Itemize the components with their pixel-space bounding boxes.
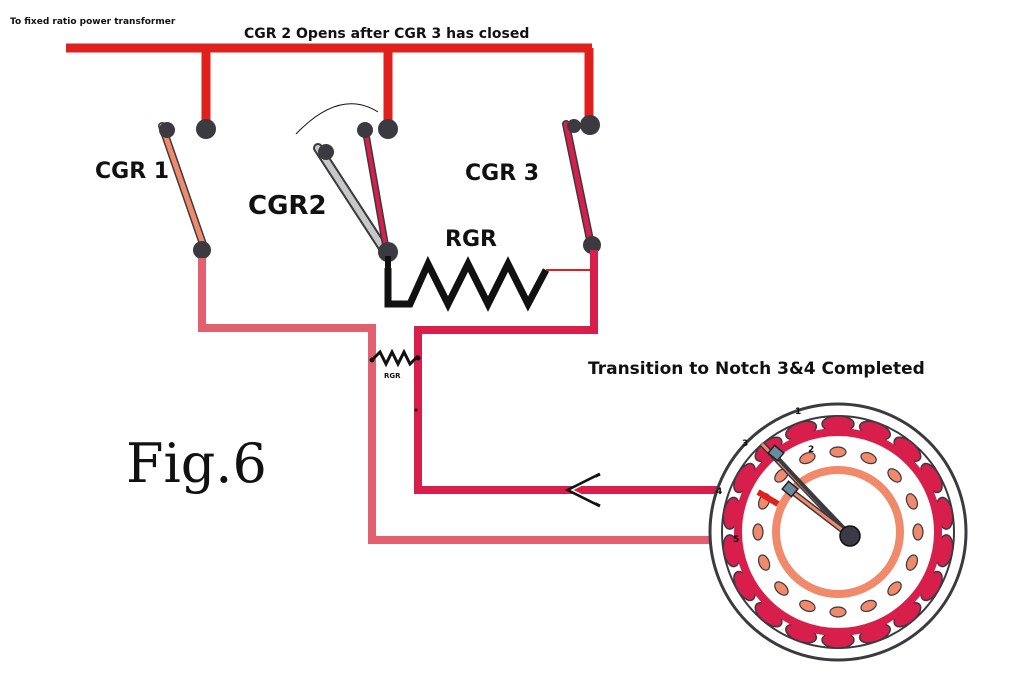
inner-contact-slot: [829, 446, 847, 458]
inner-contact-slot: [905, 554, 919, 571]
tap-number-5: 5: [733, 535, 739, 545]
transformer-label: To fixed ratio power transformer: [10, 17, 176, 27]
figure-label: Fig.6: [126, 432, 267, 495]
transition-status-label: Transition to Notch 3&4 Completed: [588, 359, 925, 379]
inner-contact-slot: [757, 554, 771, 571]
tap-selector-dial: [708, 402, 968, 662]
tap-number-1: 1: [795, 407, 801, 417]
rgr-resistor: [384, 255, 594, 312]
small-rgr-resistor: [369, 348, 421, 412]
inner-contact-slot: [752, 523, 764, 541]
inner-contact-slot: [799, 599, 816, 613]
top-bus: [66, 43, 594, 124]
cgr1-label: CGR 1: [95, 159, 169, 184]
inner-contact-slot: [912, 523, 924, 541]
cgr2-label: CGR2: [248, 191, 327, 221]
tap-number-3: 3: [742, 439, 748, 449]
inner-contact-slot: [799, 451, 816, 465]
cgr2-switch: [295, 103, 398, 262]
sequence-note-label: CGR 2 Opens after CGR 3 has closed: [244, 26, 529, 42]
inner-contact-slot: [905, 493, 919, 510]
lower-wiring: [198, 250, 740, 544]
tap-number-2: 2: [808, 445, 814, 455]
cgr3-switch: [562, 115, 601, 254]
inner-contact-slot: [774, 581, 789, 596]
inner-contact-slot: [887, 468, 902, 483]
inner-contact-slot: [887, 581, 902, 596]
rgr-label: RGR: [445, 227, 497, 252]
inner-contact-slot: [860, 451, 877, 465]
cgr3-label: CGR 3: [465, 161, 539, 186]
cgr1-switch: [158, 119, 216, 259]
tap-number-4: 4: [716, 487, 722, 497]
inner-contact-slot: [860, 599, 877, 613]
inner-contact-slot: [829, 606, 847, 618]
small-rgr-label: RGR: [384, 372, 401, 380]
selector-numbers: 1 2 3 4 5: [716, 407, 814, 545]
